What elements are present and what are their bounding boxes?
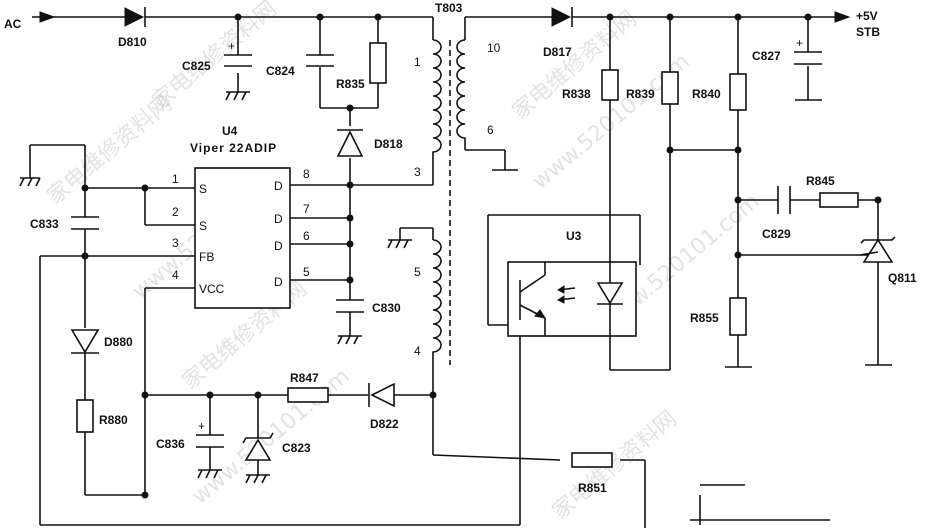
junctions <box>81 13 882 499</box>
svg-text:+: + <box>198 419 205 433</box>
label-d822: D822 <box>370 417 399 431</box>
label-r838: R838 <box>562 87 591 101</box>
ic-pin-num: 2 <box>172 205 179 219</box>
label-r835: R835 <box>336 77 365 91</box>
svg-text:+: + <box>228 39 235 53</box>
label-r851: R851 <box>578 481 607 495</box>
optocoupler-u3 <box>507 261 637 337</box>
watermark-layer: 家电维修资料网 www.520101.com 家电维修资料网 www.52010… <box>43 0 765 525</box>
zener-c823 <box>242 432 274 461</box>
resistor-r847 <box>287 387 329 403</box>
winding-pin-1: 1 <box>414 55 421 69</box>
winding-pin-4: 4 <box>414 344 421 358</box>
ic-u4-body <box>194 167 291 309</box>
ground-left <box>19 145 41 187</box>
ic-pin-name: VCC <box>199 282 225 296</box>
capacitor-c830 <box>336 299 364 313</box>
ac-label: AC <box>4 17 22 31</box>
label-c823: C823 <box>282 441 311 455</box>
wires <box>30 16 892 528</box>
ic-pin-num: 8 <box>303 167 310 181</box>
transformer-label: T803 <box>435 1 463 15</box>
ground-aux <box>387 228 412 249</box>
ground-c830 <box>337 335 362 345</box>
diode-d810 <box>124 7 146 27</box>
output-name-label: STB <box>856 25 880 39</box>
resistor-r880 <box>76 399 94 433</box>
capacitor-c825: + <box>224 39 252 67</box>
transformer-t803 <box>432 39 466 365</box>
label-c833: C833 <box>30 217 59 231</box>
ic-pin-name: S <box>199 219 207 233</box>
watermark: 家电维修资料网 <box>43 91 177 209</box>
label-c830: C830 <box>372 301 401 315</box>
ic-pin-num: 3 <box>172 236 179 250</box>
capacitor-c836: + <box>196 419 224 448</box>
diode-d818 <box>336 129 364 157</box>
ground-c823 <box>245 474 270 484</box>
label-r847: R847 <box>290 371 319 385</box>
resistor-r835 <box>369 42 387 84</box>
svg-text:+: + <box>796 36 803 50</box>
winding-pin-10: 10 <box>487 41 501 55</box>
output-arrow <box>834 11 851 23</box>
ground-symbols <box>19 91 518 484</box>
ic-pin-num: 7 <box>303 202 310 216</box>
label-c824: C824 <box>266 64 295 78</box>
label-c829: C829 <box>762 227 791 241</box>
label-d810: D810 <box>118 35 147 49</box>
winding-pin-6: 6 <box>487 123 494 137</box>
ground-c825 <box>225 91 250 101</box>
label-d818: D818 <box>374 137 403 151</box>
winding-pin-3: 3 <box>414 165 421 179</box>
capacitor-c829 <box>777 186 791 214</box>
resistor-r855 <box>729 297 747 336</box>
ac-input-arrow <box>39 11 56 23</box>
label-c825: C825 <box>182 59 211 73</box>
label-q811: Q811 <box>888 271 917 285</box>
capacitor-c827: + <box>794 36 822 65</box>
label-r839: R839 <box>626 87 655 101</box>
ic-pin-name: D <box>274 179 283 193</box>
watermark: 家电维修资料网 <box>548 406 682 524</box>
label-c836: C836 <box>156 437 185 451</box>
label-r840: R840 <box>692 87 721 101</box>
ic-pin-num: 1 <box>172 172 179 186</box>
resistor-r838 <box>601 69 619 101</box>
diode-d822 <box>368 382 395 408</box>
ic-ref-label: U4 <box>222 124 238 138</box>
ic-pin-num: 5 <box>303 265 310 279</box>
diode-d880 <box>70 329 100 354</box>
resistor-r839 <box>661 71 679 105</box>
label-d880: D880 <box>104 335 133 349</box>
label-r855: R855 <box>690 311 719 325</box>
label-r880: R880 <box>99 413 128 427</box>
ground-c836 <box>197 469 222 479</box>
resistor-r851 <box>571 452 613 468</box>
resistor-r840 <box>729 73 747 111</box>
diode-d817 <box>551 7 573 27</box>
ic-pin-num: 4 <box>172 268 179 282</box>
ic-pin-name: D <box>274 212 283 226</box>
ic-part-label: Viper 22ADIP <box>190 141 277 155</box>
ic-pin-name: D <box>274 275 283 289</box>
output-voltage-label: +5V <box>856 9 878 23</box>
ic-pin-num: 6 <box>303 229 310 243</box>
resistor-r845 <box>819 192 859 208</box>
winding-pin-5: 5 <box>414 265 421 279</box>
label-c827: C827 <box>752 49 781 63</box>
capacitor-c824 <box>306 54 334 67</box>
regulator-q811 <box>859 236 896 263</box>
capacitor-c833 <box>71 216 99 230</box>
opto-label: U3 <box>566 229 582 243</box>
ic-pin-name: S <box>199 182 207 196</box>
label-d817: D817 <box>543 45 572 59</box>
label-r845: R845 <box>806 174 835 188</box>
ic-pin-name: FB <box>199 250 214 264</box>
ic-pin-name: D <box>274 239 283 253</box>
